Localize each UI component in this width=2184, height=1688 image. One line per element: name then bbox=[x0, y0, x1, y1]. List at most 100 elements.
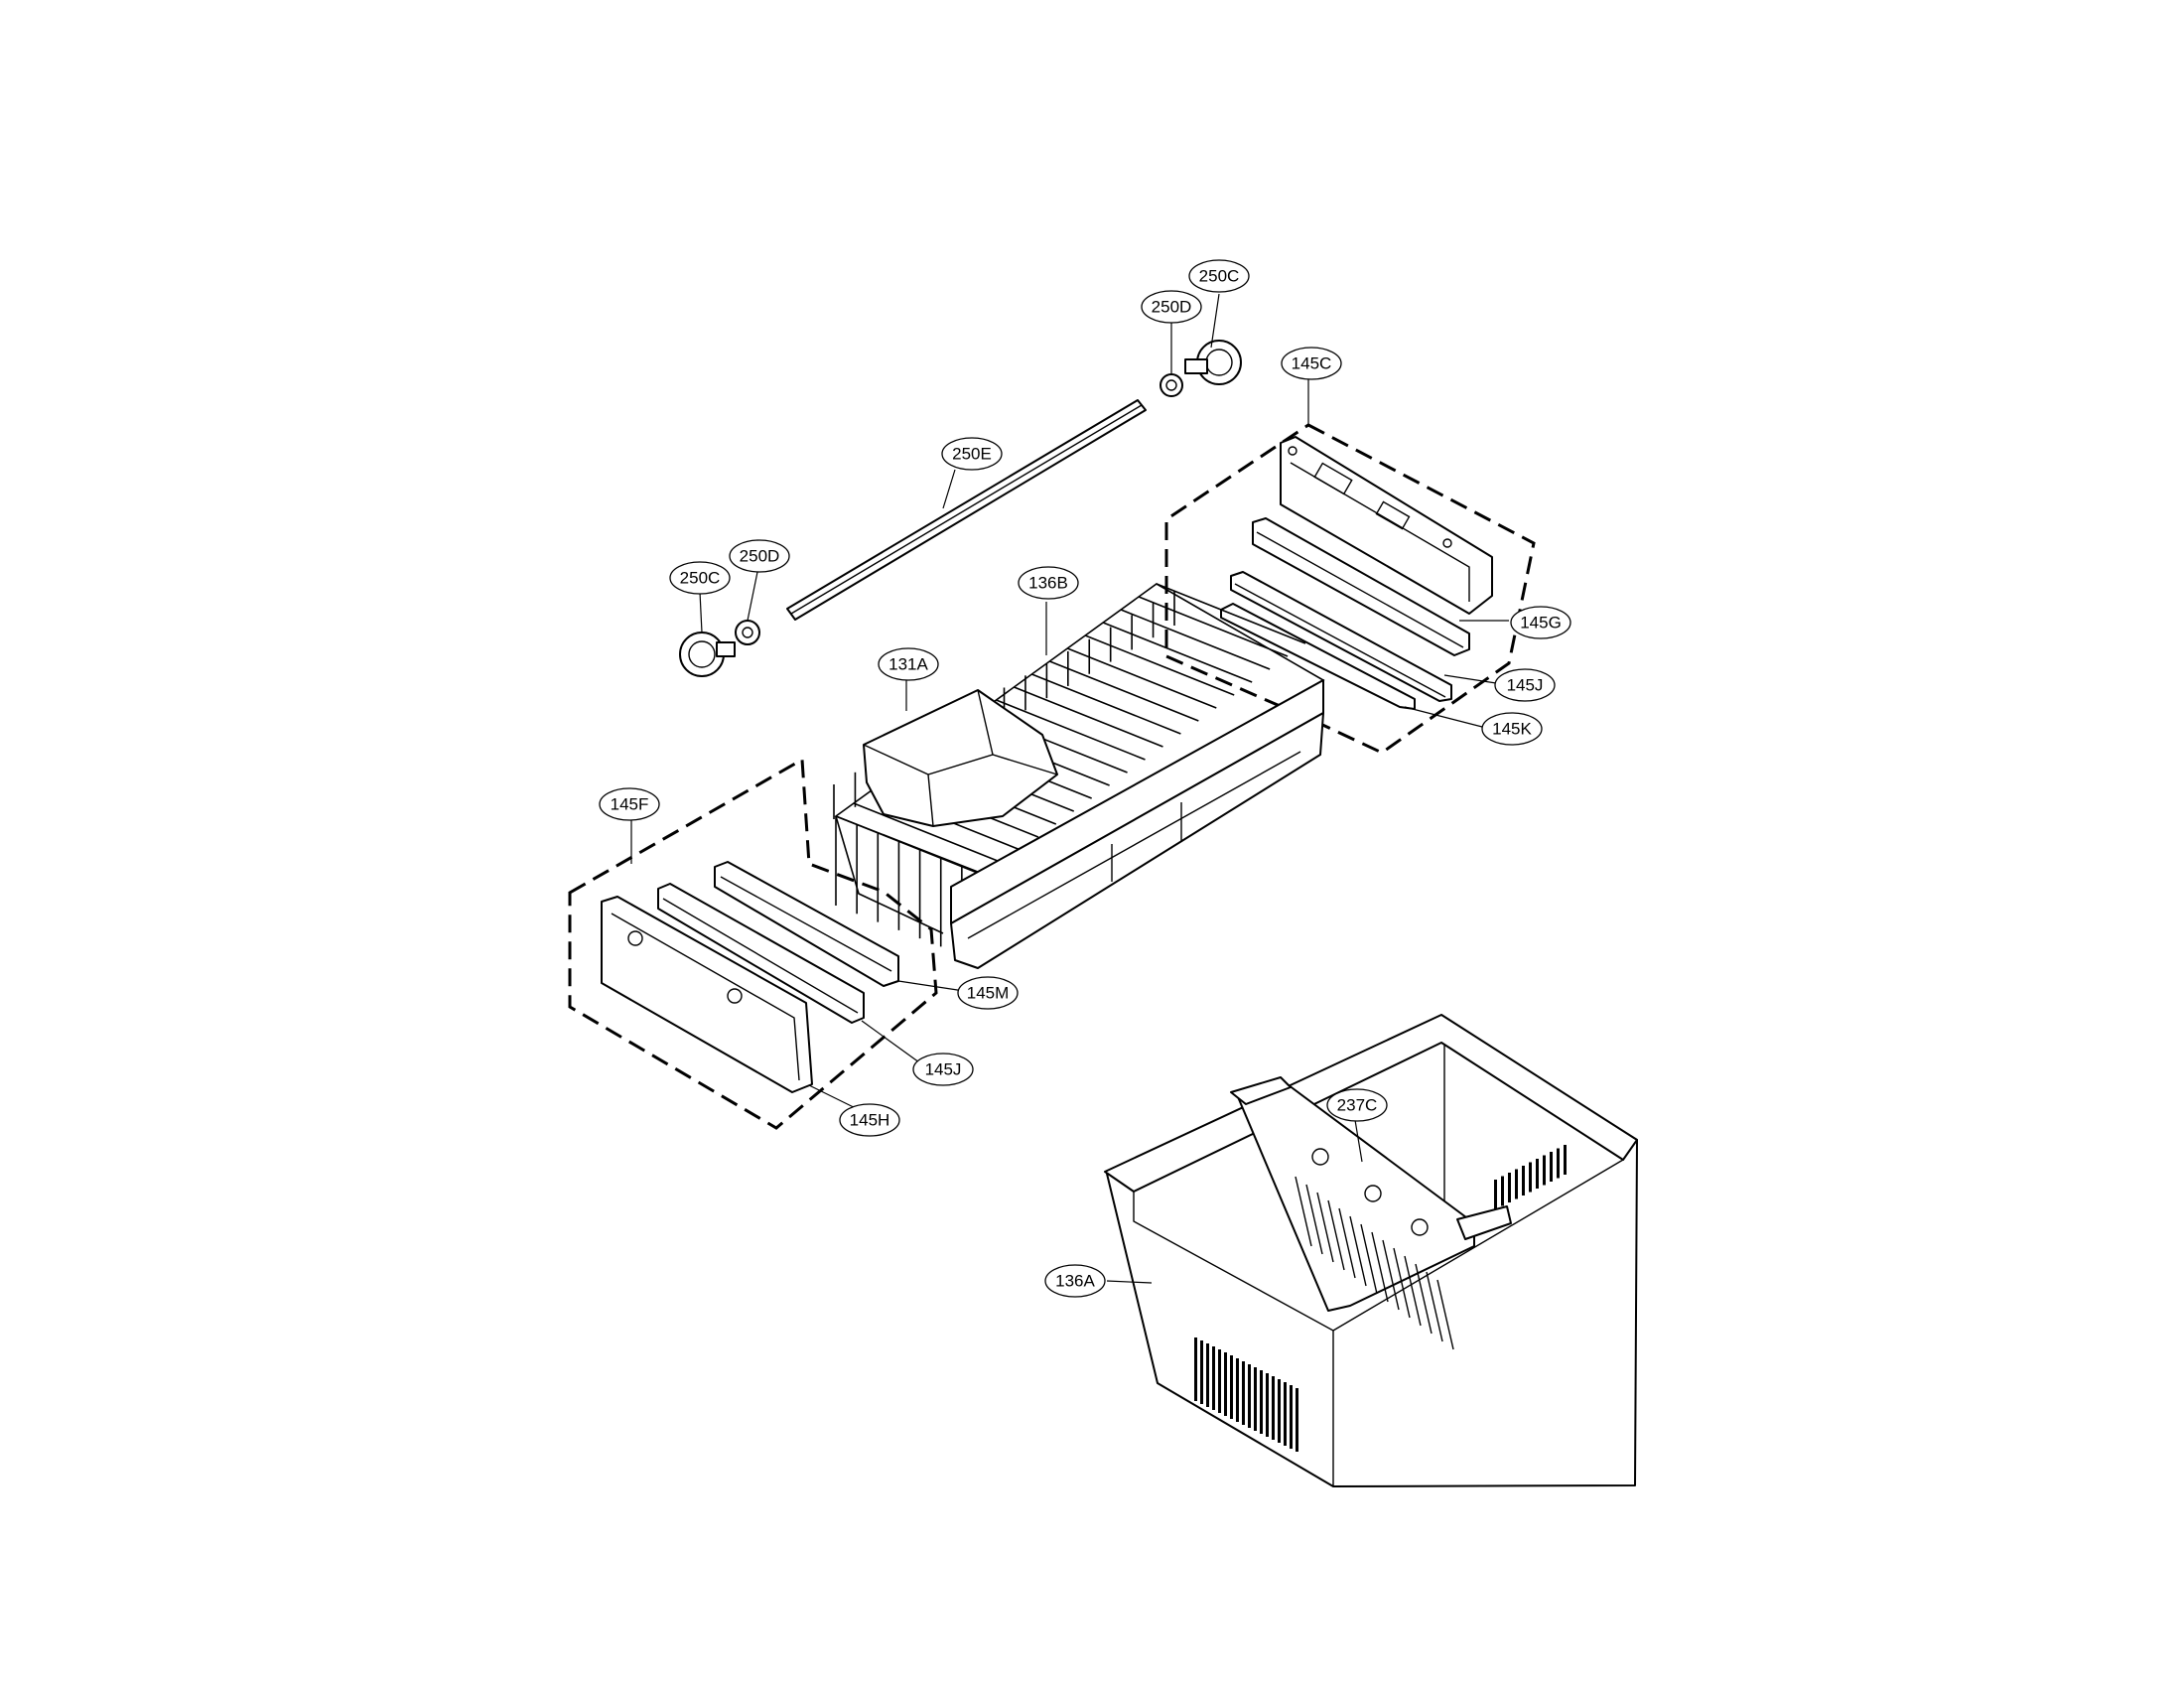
vent-slot bbox=[1543, 1155, 1546, 1186]
vent-slot bbox=[1508, 1173, 1511, 1202]
vent-slot bbox=[1200, 1340, 1203, 1404]
divider-slot bbox=[1338, 1207, 1356, 1279]
vent-slot bbox=[1218, 1349, 1221, 1413]
svg-text:250C: 250C bbox=[680, 569, 721, 588]
callout-250C-left: 250C bbox=[669, 561, 731, 595]
gear-250C-left bbox=[679, 632, 736, 677]
vent-slot bbox=[1266, 1373, 1269, 1437]
divider-slot bbox=[1404, 1255, 1422, 1327]
callout-250C-top: 250C bbox=[1188, 259, 1250, 293]
vent-slot bbox=[1564, 1145, 1567, 1175]
svg-text:250C: 250C bbox=[1199, 267, 1240, 286]
basket-floor-wire bbox=[853, 802, 1004, 864]
vent-slot bbox=[1550, 1152, 1553, 1182]
basket-floor-wire bbox=[835, 815, 986, 877]
basket-floor-wire bbox=[1066, 647, 1217, 709]
wire-basket-136B bbox=[833, 583, 1325, 969]
vent-slot bbox=[1515, 1169, 1518, 1199]
callout-136B: 136B bbox=[1018, 566, 1079, 600]
vent-slot bbox=[1236, 1358, 1239, 1422]
right-rail-145J bbox=[1230, 571, 1452, 702]
vent-slot bbox=[1284, 1382, 1287, 1446]
svg-text:237C: 237C bbox=[1337, 1096, 1378, 1115]
svg-text:145F: 145F bbox=[611, 795, 649, 814]
svg-text:131A: 131A bbox=[888, 655, 928, 674]
callout-250D-left: 250D bbox=[729, 539, 790, 573]
callout-145H: 145H bbox=[839, 1103, 900, 1137]
callout-145F: 145F bbox=[599, 787, 660, 821]
divider-slot bbox=[1415, 1263, 1433, 1335]
left-rail-group-boundary bbox=[568, 757, 938, 1130]
callout-145M: 145M bbox=[957, 976, 1019, 1010]
divider-237C bbox=[1230, 1076, 1512, 1350]
callout-131A: 131A bbox=[878, 647, 939, 681]
vent-slot bbox=[1272, 1376, 1275, 1440]
basket-floor-wire bbox=[1014, 686, 1163, 748]
basket-floor-wire bbox=[996, 699, 1146, 761]
callout-250E: 250E bbox=[941, 437, 1003, 471]
basket-floor-wire bbox=[1031, 673, 1181, 735]
vent-slot bbox=[1494, 1180, 1497, 1209]
vent-slot bbox=[1522, 1166, 1525, 1196]
callout-237C: 237C bbox=[1326, 1088, 1388, 1122]
svg-text:145K: 145K bbox=[1492, 720, 1532, 739]
basket-floor-wire bbox=[1049, 660, 1199, 722]
vent-slot bbox=[1254, 1367, 1257, 1431]
svg-text:250D: 250D bbox=[1152, 298, 1192, 317]
gear-250C-top bbox=[1184, 340, 1242, 385]
svg-text:250D: 250D bbox=[740, 547, 780, 566]
vent-slot bbox=[1278, 1379, 1281, 1443]
basket-floor-wire bbox=[1138, 596, 1289, 657]
bushing-250D-left bbox=[735, 620, 760, 645]
vent-slot bbox=[1290, 1385, 1293, 1449]
vent-slot bbox=[1248, 1364, 1251, 1428]
svg-text:145C: 145C bbox=[1292, 354, 1332, 373]
vent-slot bbox=[1501, 1176, 1504, 1206]
callout-145C: 145C bbox=[1281, 347, 1342, 380]
right-rack-145G bbox=[1252, 517, 1470, 656]
divider-slot bbox=[1371, 1231, 1389, 1303]
callout-145J-right: 145J bbox=[1494, 668, 1556, 702]
callout-145J-left: 145J bbox=[912, 1053, 974, 1086]
vent-slot bbox=[1230, 1355, 1233, 1419]
basket-floor-wire bbox=[1084, 634, 1235, 696]
divider-slot bbox=[1349, 1215, 1367, 1287]
svg-text:136A: 136A bbox=[1055, 1272, 1095, 1291]
svg-text:145G: 145G bbox=[1520, 614, 1562, 633]
vent-slot bbox=[1242, 1361, 1245, 1425]
callout-250D-top: 250D bbox=[1141, 290, 1202, 324]
basket-floor-wire bbox=[1102, 622, 1253, 683]
divider-slot bbox=[1360, 1223, 1378, 1295]
svg-text:136B: 136B bbox=[1028, 574, 1068, 593]
svg-text:250E: 250E bbox=[952, 445, 992, 464]
divider-slot bbox=[1426, 1271, 1443, 1342]
basket-floor-wire bbox=[1120, 609, 1271, 670]
divider-slot bbox=[1316, 1192, 1334, 1263]
divider-slot bbox=[1382, 1239, 1400, 1311]
right-side-cover-145C bbox=[1280, 436, 1493, 615]
callout-145K: 145K bbox=[1481, 712, 1543, 746]
svg-text:145H: 145H bbox=[850, 1111, 890, 1130]
right-rail-group-boundary bbox=[1164, 423, 1536, 755]
vent-slot bbox=[1212, 1346, 1215, 1410]
divider-slot bbox=[1295, 1176, 1312, 1247]
bushing-250D-top bbox=[1160, 373, 1183, 397]
left-rail-145J bbox=[657, 883, 865, 1024]
left-side-cover-145F bbox=[601, 896, 813, 1093]
vent-slot bbox=[1529, 1162, 1532, 1193]
vent-slot bbox=[1206, 1343, 1209, 1407]
small-bin-131A bbox=[863, 689, 1058, 827]
vent-slot bbox=[1260, 1370, 1263, 1434]
divider-slot bbox=[1393, 1247, 1411, 1319]
vent-slot bbox=[1194, 1337, 1197, 1401]
divider-slot bbox=[1305, 1184, 1323, 1255]
vent-slot bbox=[1296, 1388, 1298, 1452]
vent-slot bbox=[1557, 1148, 1560, 1179]
divider-slot bbox=[1327, 1199, 1345, 1271]
svg-text:145J: 145J bbox=[1507, 676, 1544, 695]
basket-floor-wire bbox=[1156, 583, 1306, 644]
divider-slot bbox=[1436, 1279, 1454, 1350]
vent-slot bbox=[1224, 1352, 1227, 1416]
svg-text:145J: 145J bbox=[925, 1060, 962, 1079]
